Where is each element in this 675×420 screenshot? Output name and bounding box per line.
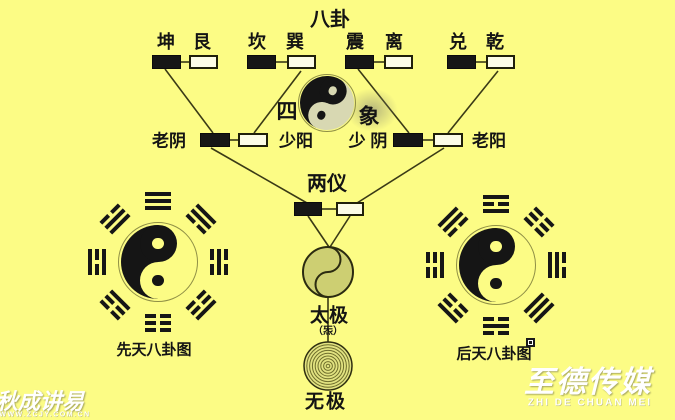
watermark-right-text: 至德传媒 [524, 366, 652, 399]
xiantian-taiji-symbol [121, 225, 195, 299]
wuji-spiral [303, 341, 353, 391]
yang-yao-rect [200, 133, 230, 147]
taiji-dark-dot [152, 274, 164, 287]
bagua-name-zhen: 震 [346, 32, 364, 52]
trigram-kun [145, 314, 171, 332]
watermark-left-subtext: WWW.ZCJY.COM.CN [0, 411, 91, 419]
houtian-caption: 后天八卦图 [456, 345, 532, 363]
bagua-name-kun: 坤 [157, 32, 175, 52]
taiji-circle [302, 246, 354, 298]
sixiang-label-1: 少阳 [279, 131, 313, 151]
yin-yao-rect [189, 55, 218, 69]
yang-yao-rect [247, 55, 276, 69]
watermark-left-text: 秋成讲易 [0, 389, 85, 414]
sixiang-si-char: 四 [276, 100, 298, 124]
bagua-name-dui: 兑 [449, 32, 467, 52]
yang-yao-rect [294, 202, 322, 216]
trigram-zhen [426, 252, 444, 278]
houtian-taiji-symbol [459, 228, 533, 302]
yang-yao-rect [393, 133, 423, 147]
sixiang-xiang-char: 象 [358, 105, 380, 129]
yin-yao-rect [238, 133, 268, 147]
bagua-name-gen: 艮 [193, 32, 211, 52]
taiji-sublabel: （炁） [313, 326, 343, 337]
yang-yao-rect [345, 55, 374, 69]
bagua-name-li: 离 [385, 32, 403, 52]
taiji-light-dot [490, 240, 502, 253]
houtian-taiji-ring [456, 225, 536, 305]
taiji-dark-dot [490, 277, 502, 290]
yang-yao-rect [152, 55, 181, 69]
trigram-qian [145, 192, 171, 210]
yin-yao-rect [486, 55, 515, 69]
trigram-li [88, 249, 106, 275]
title-bagua: 八卦 [310, 9, 350, 31]
yin-yao-rect [336, 202, 364, 216]
trigram-li [483, 195, 509, 213]
watermark-right-subtext: ZHI DE CHUAN MEI [527, 397, 653, 409]
xiantian-taiji-ring [118, 222, 198, 302]
yin-yao-rect [287, 55, 316, 69]
yang-yao-rect [447, 55, 476, 69]
bagua-name-qian: 乾 [486, 32, 504, 52]
wuji-label: 无极 [304, 391, 348, 413]
liangyi-title: 两仪 [307, 173, 347, 195]
xiantian-caption: 先天八卦图 [116, 341, 192, 359]
sixiang-label-2: 少 阴 [348, 131, 388, 151]
sixiang-label-0: 老阴 [152, 131, 186, 151]
bagua-name-kan: 坎 [248, 32, 266, 52]
trigram-kan [210, 249, 228, 275]
taiji-label: 太极 [309, 305, 349, 327]
sixiang-taiji-ring [298, 74, 356, 132]
trigram-kan [483, 317, 509, 335]
watermark-seal-icon [526, 338, 535, 347]
bagua-name-xun: 巽 [286, 32, 304, 52]
trigram-dui [548, 252, 566, 278]
sixiang-label-3: 老阳 [472, 131, 506, 151]
taiji-light-dot [152, 237, 164, 250]
yin-yao-rect [433, 133, 463, 147]
yin-yao-rect [384, 55, 413, 69]
